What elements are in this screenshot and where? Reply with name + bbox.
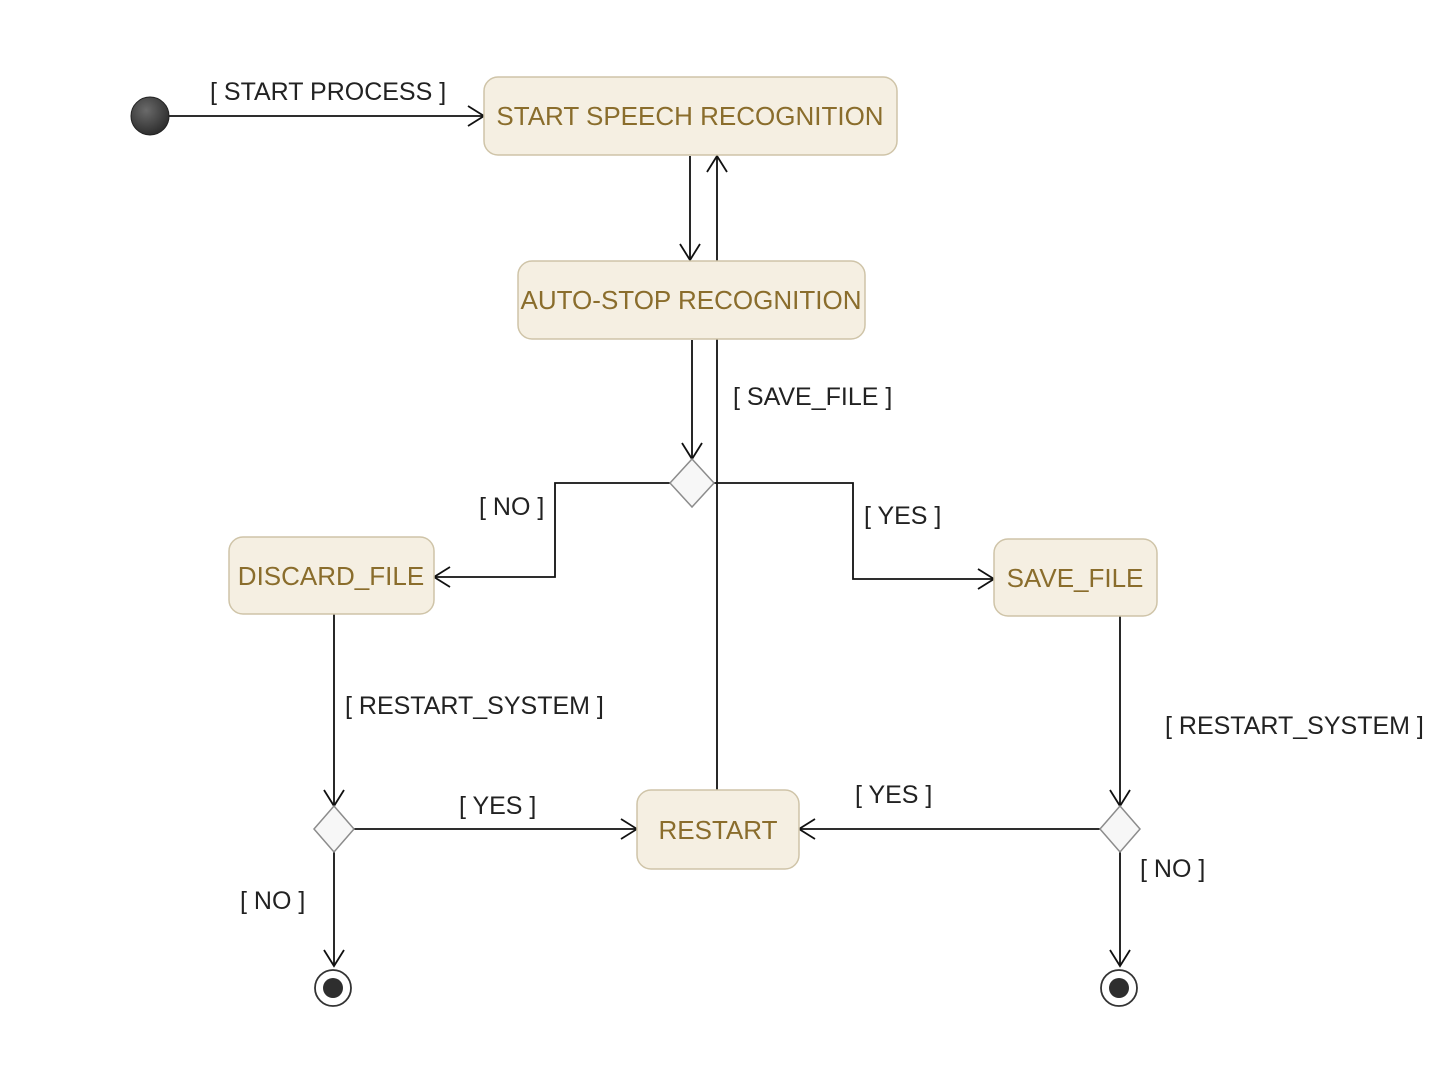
initial-node bbox=[130, 96, 170, 136]
guard-yes-left: [ YES ] bbox=[459, 792, 536, 820]
arrowhead bbox=[679, 243, 701, 262]
action-label: DISCARD_FILE bbox=[238, 561, 424, 591]
action-label: START SPEECH RECOGNITION bbox=[496, 101, 883, 131]
action-save-file: SAVE_FILE bbox=[993, 538, 1158, 617]
action-label: RESTART bbox=[659, 815, 778, 845]
action-label: SAVE_FILE bbox=[1007, 563, 1144, 593]
guard-yes-right: [ YES ] bbox=[855, 781, 932, 809]
guard-no-left: [ NO ] bbox=[240, 887, 305, 915]
guard-no-top: [ NO ] bbox=[479, 493, 544, 521]
action-start-speech-recognition: START SPEECH RECOGNITION bbox=[483, 76, 898, 156]
action-restart: RESTART bbox=[636, 789, 800, 870]
action-auto-stop-recognition: AUTO-STOP RECOGNITION bbox=[517, 260, 866, 340]
flow-decision-to-save bbox=[714, 482, 994, 580]
guard-start-process: [ START PROCESS ] bbox=[210, 78, 446, 106]
arrowhead bbox=[323, 949, 345, 968]
decision-node-restart-left bbox=[313, 804, 355, 854]
final-node-right bbox=[1100, 969, 1138, 1007]
guard-restart-system-left: [ RESTART_SYSTEM ] bbox=[345, 692, 604, 720]
guard-save-file: [ SAVE_FILE ] bbox=[733, 383, 892, 411]
decision-node-restart-right bbox=[1099, 804, 1141, 854]
final-node-left bbox=[314, 969, 352, 1007]
arrowhead bbox=[1109, 949, 1131, 968]
arrowhead bbox=[706, 154, 728, 173]
guard-no-right: [ NO ] bbox=[1140, 855, 1205, 883]
guard-restart-system-right: [ RESTART_SYSTEM ] bbox=[1165, 712, 1424, 740]
action-discard-file: DISCARD_FILE bbox=[228, 536, 435, 615]
flow-decision-to-discard bbox=[434, 482, 670, 578]
action-label: AUTO-STOP RECOGNITION bbox=[521, 285, 862, 315]
guard-yes-top: [ YES ] bbox=[864, 502, 941, 530]
decision-node-save bbox=[668, 457, 716, 509]
